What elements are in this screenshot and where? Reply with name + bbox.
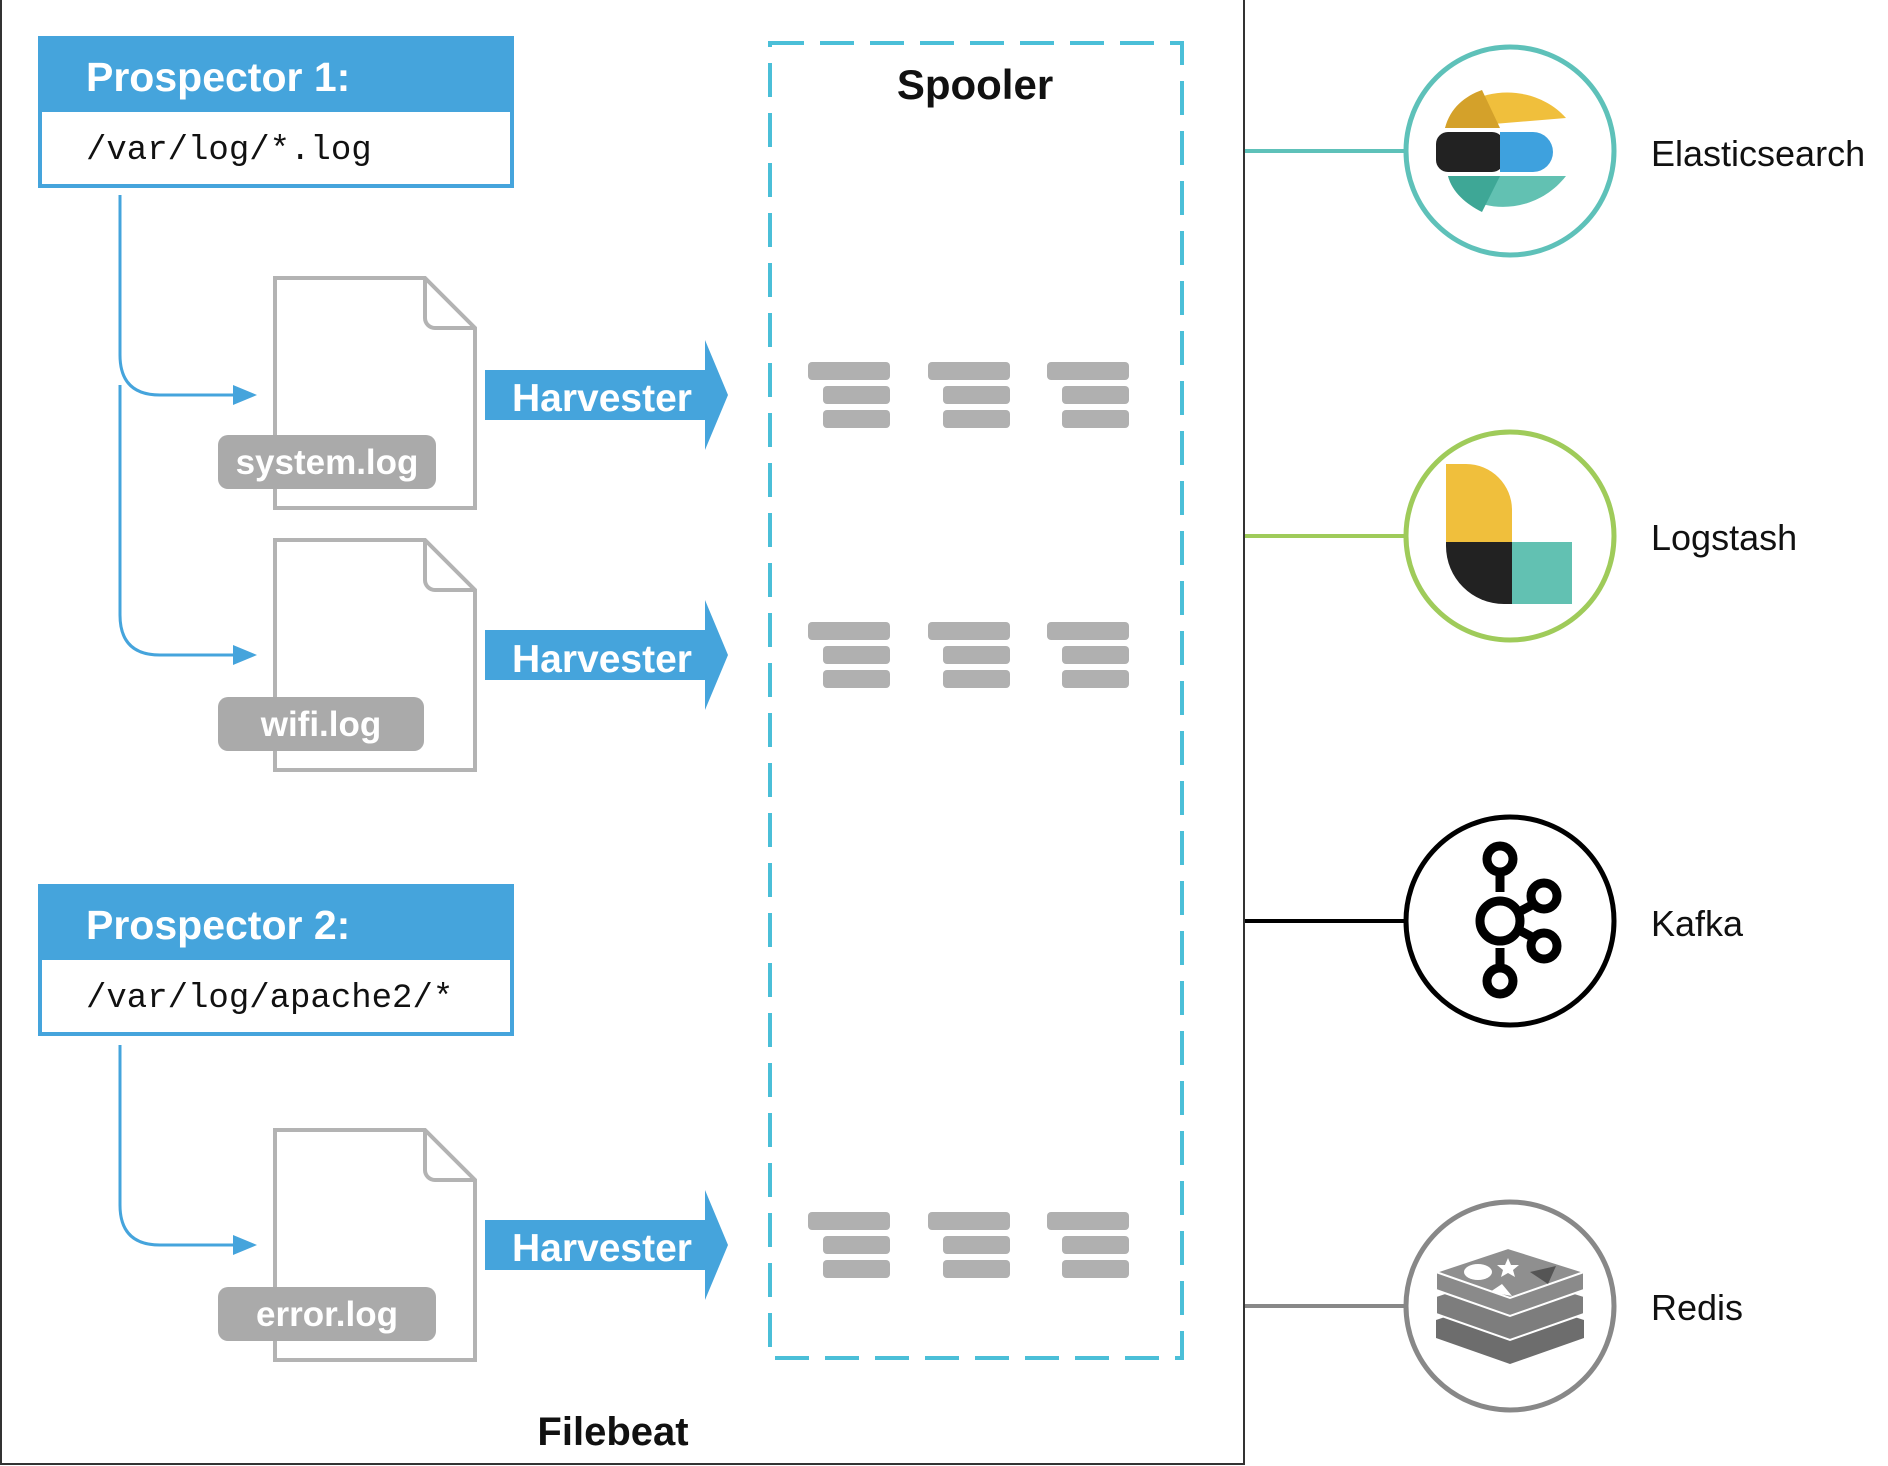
harvester-label: Harvester [512, 1227, 692, 1270]
file-badge-system: system.log [218, 435, 436, 489]
output-label-redis: Redis [1651, 1287, 1743, 1328]
filebeat-frame [0, 0, 1245, 1465]
file-name: wifi.log [260, 705, 382, 744]
logstash-logo-icon [1446, 464, 1572, 604]
event-stack-icon [928, 622, 1010, 688]
harvester-arrow: Harvester [485, 600, 728, 710]
prospector-2: Prospector 2: /var/log/apache2/* [38, 884, 514, 1036]
event-stack-icon [928, 1212, 1010, 1278]
harvester-arrow: Harvester [485, 1190, 728, 1300]
prospector-1-title: Prospector 1: [86, 54, 350, 100]
spooler-label: Spooler [897, 61, 1053, 108]
prospector-1: Prospector 1: /var/log/*.log [38, 36, 514, 188]
harvester-label: Harvester [512, 377, 692, 420]
spooler-events-row-1 [808, 362, 1129, 428]
kafka-ring [1403, 814, 1617, 1028]
output-redis: Redis [1403, 1199, 1743, 1413]
elasticsearch-logo-icon [1436, 90, 1566, 212]
kafka-logo-icon [1475, 841, 1562, 999]
file-badge-wifi: wifi.log [218, 697, 424, 751]
output-kafka: Kafka [1403, 814, 1744, 1028]
output-label-logstash: Logstash [1651, 517, 1797, 558]
output-logstash: Logstash [1403, 429, 1797, 643]
redis-logo-icon [1432, 1246, 1588, 1364]
prospector-connectors [118, 195, 235, 1247]
prospector-2-path: /var/log/apache2/* [86, 980, 453, 1018]
spooler-box [768, 41, 1184, 1360]
event-stack-icon [928, 362, 1010, 428]
harvester-arrow: Harvester [485, 340, 728, 450]
output-label-kafka: Kafka [1651, 903, 1744, 944]
event-stack-icon [808, 622, 890, 688]
spooler-events-row-2 [808, 622, 1129, 688]
event-stack-icon [1047, 1212, 1129, 1278]
output-label-elasticsearch: Elasticsearch [1651, 133, 1865, 174]
filebeat-label: Filebeat [537, 1410, 688, 1454]
harvester-label: Harvester [512, 638, 692, 681]
event-stack-icon [1047, 362, 1129, 428]
file-name: error.log [256, 1295, 398, 1334]
prospector-2-title: Prospector 2: [86, 902, 350, 948]
file-name: system.log [236, 443, 419, 482]
event-stack-icon [1047, 622, 1129, 688]
output-elasticsearch: Elasticsearch [1403, 44, 1865, 258]
file-badge-error: error.log [218, 1287, 436, 1341]
prospector-1-path: /var/log/*.log [86, 132, 372, 170]
connector-arrowheads [233, 385, 257, 1255]
spooler-events-row-3 [808, 1212, 1129, 1278]
event-stack-icon [808, 362, 890, 428]
event-stack-icon [808, 1212, 890, 1278]
